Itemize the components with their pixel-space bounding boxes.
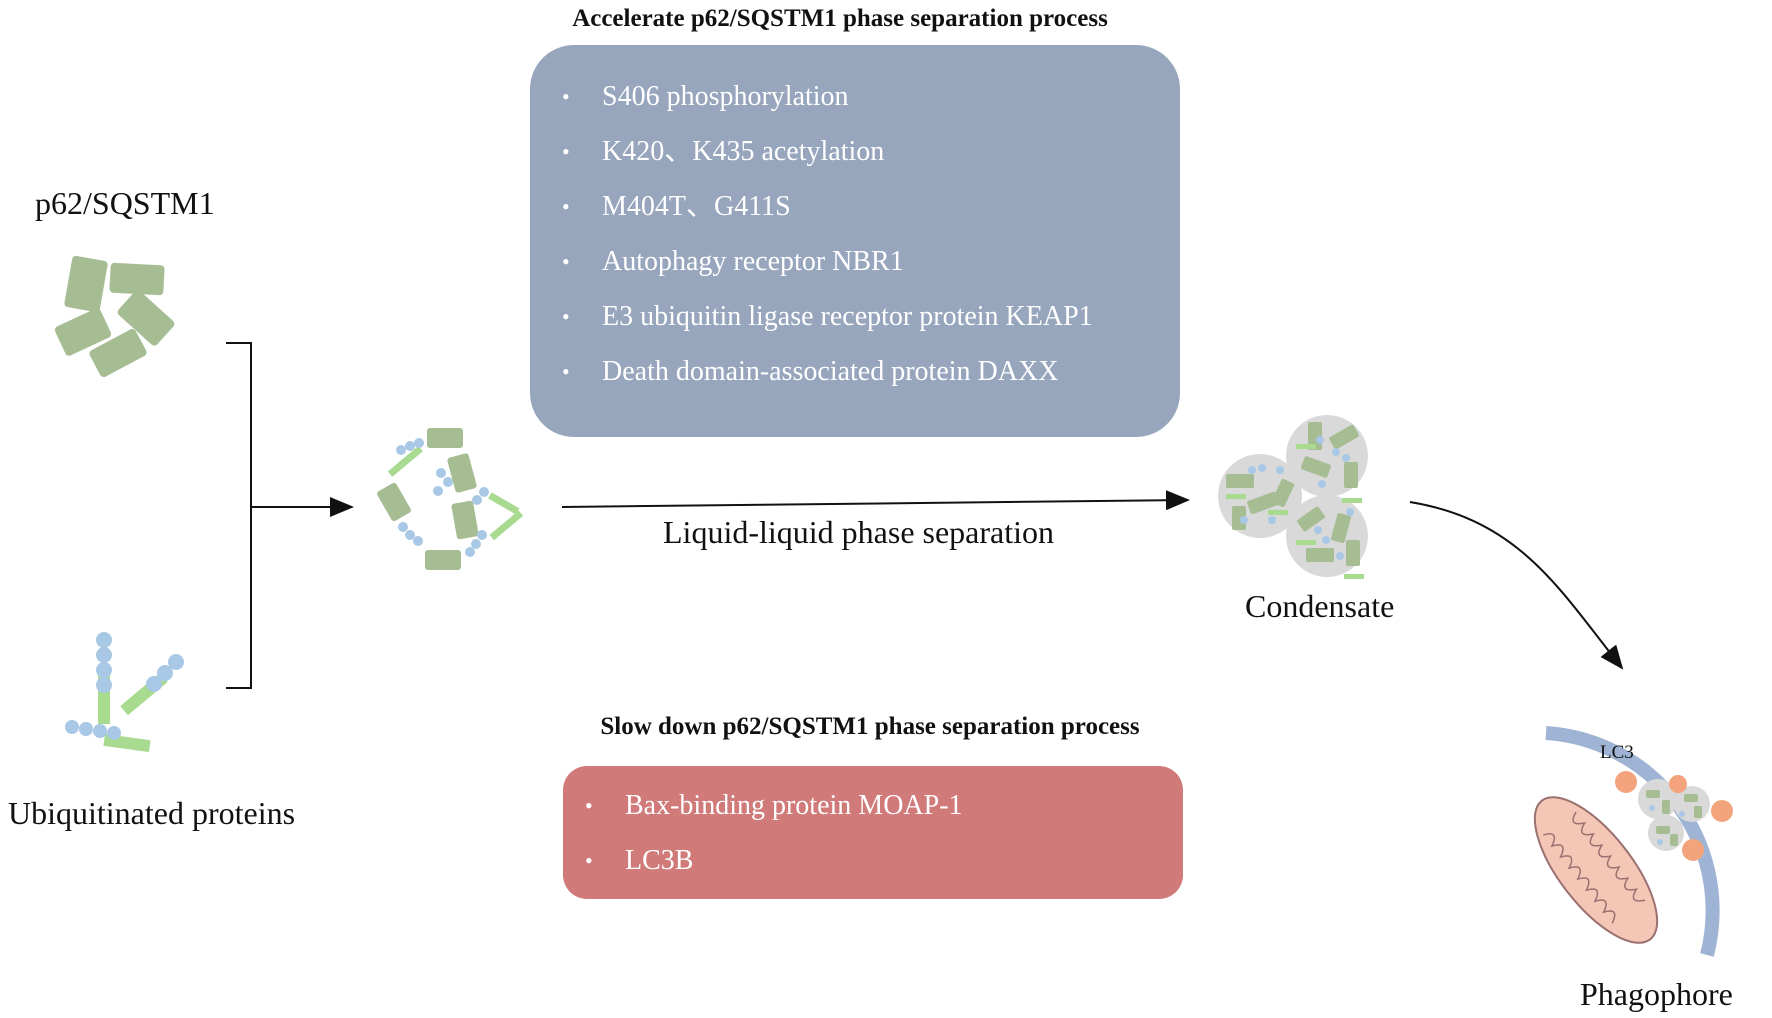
list-item: M404T、G411S (562, 179, 1093, 234)
accelerate-heading: Accelerate p62/SQSTM1 phase separation p… (572, 5, 1108, 32)
slow-list: Bax-binding protein MOAP-1 LC3B (585, 778, 963, 888)
accelerate-box: S406 phosphorylation K420、K435 acetylati… (530, 45, 1180, 437)
merge-bracket (226, 342, 354, 689)
list-item: S406 phosphorylation (562, 69, 1093, 124)
phagophore-label: Phagophore (1580, 976, 1733, 1012)
lc3-label: LC3 (1600, 742, 1634, 763)
mitochondrion-icon (1533, 796, 1659, 944)
lc3-cargo-icon (1615, 771, 1733, 861)
p62-label: p62/SQSTM1 (35, 185, 215, 221)
ubiquitinated-proteins-label: Ubiquitinated proteins (8, 795, 296, 831)
p62-monomers-icon (54, 255, 175, 378)
list-item: Bax-binding protein MOAP-1 (585, 778, 962, 833)
llps-arrow (561, 490, 1190, 511)
condensate-icon (1218, 415, 1368, 579)
llps-label: Liquid-liquid phase separation (663, 514, 1055, 550)
slow-box: Bax-binding protein MOAP-1 LC3B (563, 766, 1183, 899)
accelerate-list: S406 phosphorylation K420、K435 acetylati… (562, 69, 1093, 399)
p62-ubiquitin-complex-icon (377, 428, 524, 570)
slow-heading: Slow down p62/SQSTM1 phase separation pr… (600, 713, 1140, 740)
list-item: K420、K435 acetylation (562, 124, 1093, 179)
list-item: E3 ubiquitin ligase receptor protein KEA… (562, 289, 1093, 344)
autophagy-arrow (1409, 501, 1624, 670)
list-item: LC3B (585, 833, 963, 888)
ubiquitinated-proteins-icon (65, 632, 184, 753)
list-item: Death domain-associated protein DAXX (562, 344, 1093, 399)
list-item: Autophagy receptor NBR1 (562, 234, 1093, 289)
condensate-label: Condensate (1245, 588, 1395, 624)
